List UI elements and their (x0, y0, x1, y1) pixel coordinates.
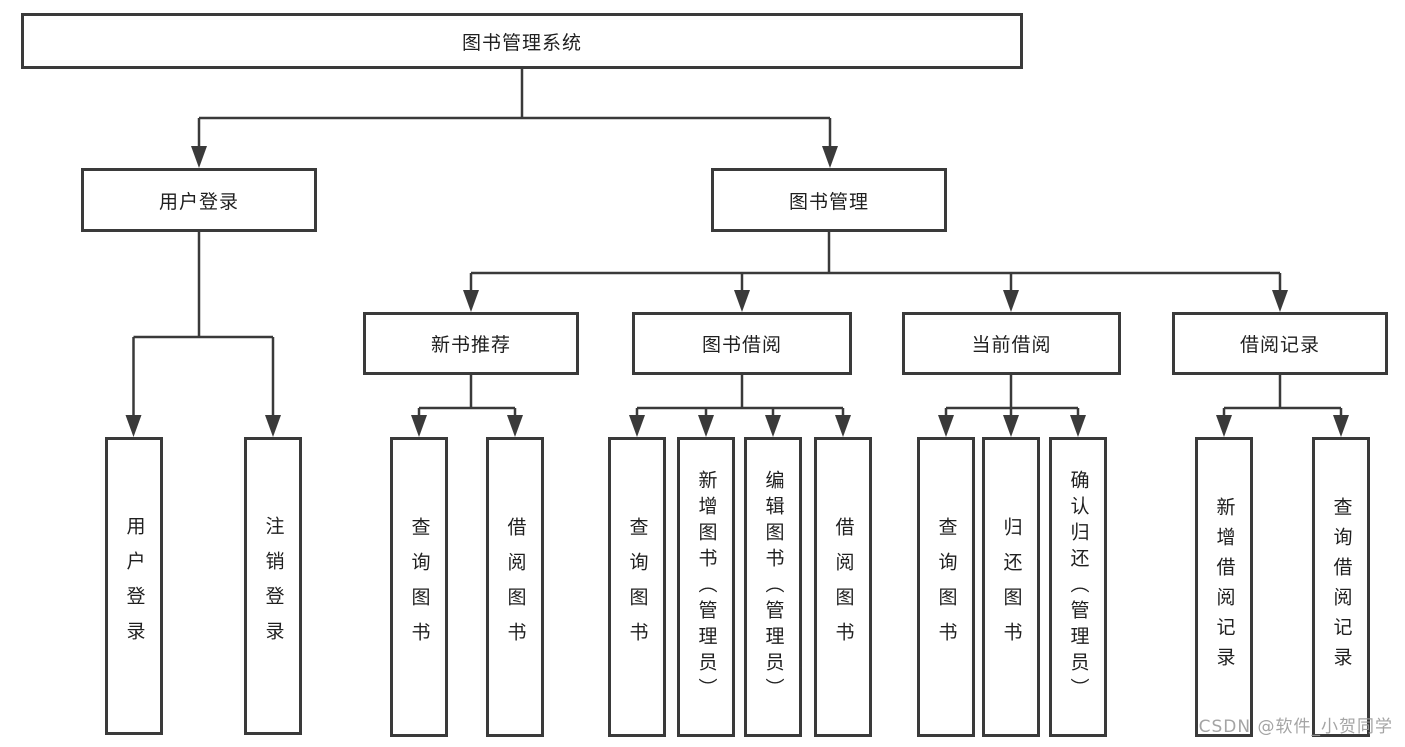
node-newbook-query-book-label: 查询图书 (408, 517, 431, 657)
node-borrow-add-book-admin: 新增图书（管理员） (677, 437, 735, 737)
node-borrow-edit-book-admin: 编辑图书（管理员） (744, 437, 802, 737)
node-user-login: 用户登录 (81, 168, 317, 232)
node-record-query-record: 查询借阅记录 (1312, 437, 1370, 737)
node-newbook-borrow-book-label: 借阅图书 (504, 517, 527, 657)
node-book-management: 图书管理 (711, 168, 947, 232)
node-current-confirm-return-admin: 确认归还（管理员） (1049, 437, 1107, 737)
node-new-book-recommend-label: 新书推荐 (430, 334, 511, 356)
node-system-root-label: 图书管理系统 (461, 31, 582, 54)
node-book-management-label: 图书管理 (788, 190, 869, 213)
node-newbook-borrow-book: 借阅图书 (486, 437, 544, 737)
node-newbook-query-book: 查询图书 (390, 437, 448, 737)
node-borrow-add-book-admin-label: 新增图书（管理员） (695, 470, 718, 704)
node-current-query-book: 查询图书 (917, 437, 975, 737)
node-record-add-record: 新增借阅记录 (1195, 437, 1253, 737)
node-current-return-book: 归还图书 (982, 437, 1040, 737)
node-login-logout-label: 注销登录 (262, 516, 285, 656)
arrowheads (125, 146, 1349, 437)
node-borrow-query-book-label: 查询图书 (626, 517, 649, 657)
node-book-borrow-label: 图书借阅 (701, 334, 782, 356)
node-new-book-recommend: 新书推荐 (363, 312, 579, 375)
node-borrow-record: 借阅记录 (1172, 312, 1388, 375)
node-book-borrow: 图书借阅 (632, 312, 852, 375)
node-record-query-record-label: 查询借阅记录 (1330, 497, 1353, 677)
node-login-logout: 注销登录 (244, 437, 302, 735)
node-login-user-login: 用户登录 (105, 437, 163, 735)
node-borrow-borrow-book-label: 借阅图书 (832, 517, 855, 657)
node-current-borrow-label: 当前借阅 (971, 334, 1052, 356)
node-user-login-label: 用户登录 (158, 190, 239, 213)
node-system-root: 图书管理系统 (21, 13, 1023, 69)
node-login-user-login-label: 用户登录 (123, 516, 146, 656)
node-current-query-book-label: 查询图书 (935, 517, 958, 657)
node-borrow-borrow-book: 借阅图书 (814, 437, 872, 737)
node-current-borrow: 当前借阅 (902, 312, 1121, 375)
node-borrow-query-book: 查询图书 (608, 437, 666, 737)
node-current-return-book-label: 归还图书 (1000, 517, 1023, 657)
watermark: CSDN @软件_小贺同学 (1198, 717, 1393, 737)
node-borrow-record-label: 借阅记录 (1239, 334, 1320, 356)
node-borrow-edit-book-admin-label: 编辑图书（管理员） (762, 470, 785, 704)
node-current-confirm-return-admin-label: 确认归还（管理员） (1067, 470, 1090, 704)
node-record-add-record-label: 新增借阅记录 (1213, 497, 1236, 677)
